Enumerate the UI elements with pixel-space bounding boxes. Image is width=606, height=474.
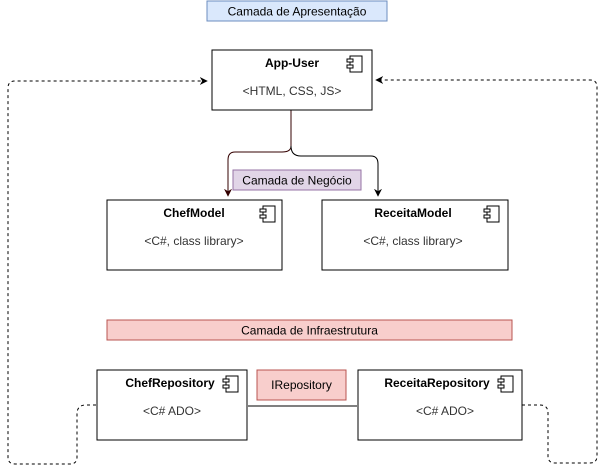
business-layer-label: Camada de Negócio <box>232 169 362 191</box>
irepository-interface[interactable]: IRepository <box>256 369 347 401</box>
receitamodel-component[interactable]: ReceitaModel <C#, class library> <box>321 199 509 271</box>
chefmodel-subtitle: <C#, class library> <box>144 234 243 248</box>
component-icon <box>346 55 363 73</box>
app-user-title: App-User <box>265 56 319 70</box>
chefmodel-title: ChefModel <box>163 206 224 220</box>
chefmodel-component[interactable]: ChefModel <C#, class library> <box>106 199 283 271</box>
component-icon <box>483 205 500 223</box>
infrastructure-layer-label: Camada de Infraestrutura <box>106 319 513 341</box>
chefrepository-to-app-user-dashed-arrow <box>7 77 208 465</box>
app-user-component[interactable]: App-User <HTML, CSS, JS> <box>211 49 373 111</box>
presentation-layer-label: Camada de Apresentação <box>206 0 388 22</box>
business-layer-text: Camada de Negócio <box>242 174 352 188</box>
component-icon <box>222 375 239 393</box>
receitarepository-title: ReceitaRepository <box>384 376 490 390</box>
component-icon <box>259 205 276 223</box>
presentation-layer-text: Camada de Apresentação <box>228 5 367 19</box>
chefrepository-component[interactable]: ChefRepository <C# ADO> <box>96 369 248 441</box>
infrastructure-layer-text: Camada de Infraestrutura <box>241 324 378 338</box>
irepository-label: IRepository <box>271 378 332 392</box>
app-user-to-chefmodel-arrow <box>224 110 292 197</box>
receitarepository-subtitle: <C# ADO> <box>416 404 474 418</box>
receitamodel-subtitle: <C#, class library> <box>363 234 462 248</box>
chefrepository-subtitle: <C# ADO> <box>143 404 201 418</box>
component-icon <box>497 375 514 393</box>
receitarepository-to-app-user-dashed-arrow <box>375 76 598 464</box>
receitamodel-title: ReceitaModel <box>374 206 451 220</box>
app-user-subtitle: <HTML, CSS, JS> <box>243 84 342 98</box>
app-user-to-receitamodel-arrow <box>290 145 382 197</box>
receitarepository-component[interactable]: ReceitaRepository <C# ADO> <box>357 369 523 441</box>
chefrepository-title: ChefRepository <box>125 376 215 390</box>
